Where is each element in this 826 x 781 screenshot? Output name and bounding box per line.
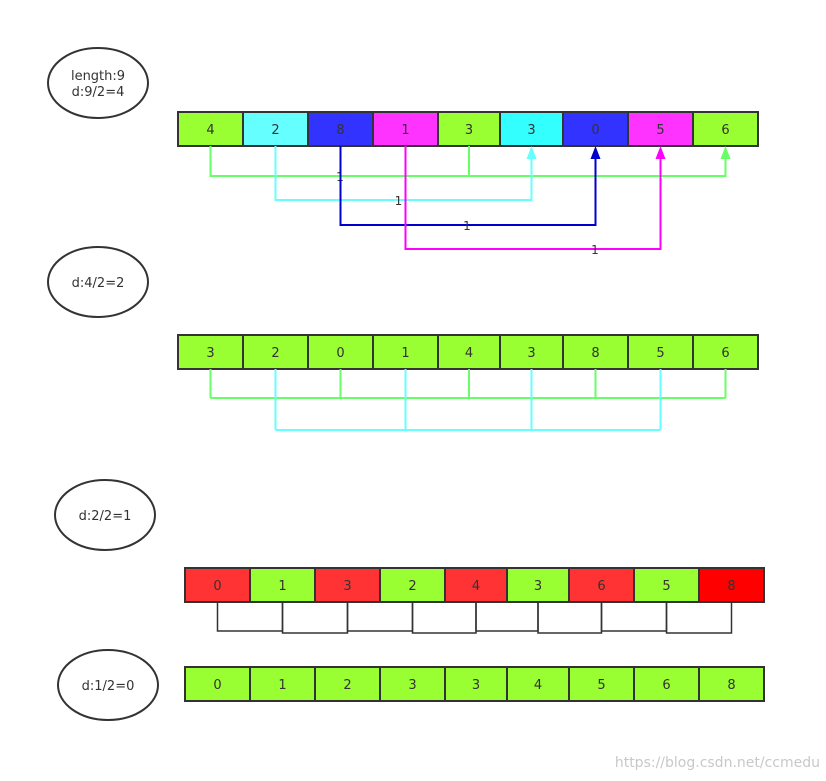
array-cell-value: 1 (401, 123, 409, 138)
array-cell-value: 3 (472, 678, 480, 693)
step-3: d:2/2=1 0 1 3 2 4 3 6 5 8 (54, 479, 765, 634)
step-label-ellipse (47, 246, 149, 318)
pair-connector (404, 146, 662, 250)
pair-tag: 1 (591, 243, 599, 257)
array-cell (633, 666, 700, 702)
array-cell-value: 8 (336, 123, 344, 138)
array-cell (444, 567, 508, 603)
array-cell-value: 3 (343, 579, 351, 594)
array-cell (184, 666, 251, 702)
adjacent-bracket (537, 602, 603, 634)
array-cell-value: 8 (727, 579, 735, 594)
array-cell-value: 2 (271, 346, 279, 361)
array-cell-value: 4 (465, 346, 473, 361)
array-cell-value: 3 (465, 123, 473, 138)
arrow-head (720, 146, 731, 159)
array-cell (698, 666, 765, 702)
array-cell (444, 666, 508, 702)
array-cell (249, 666, 316, 702)
array-cell (437, 334, 501, 370)
array-cell (627, 111, 694, 147)
array-cell-value: 2 (271, 123, 279, 138)
array-cell-value: 3 (527, 346, 535, 361)
adjacent-bracket (475, 602, 539, 632)
arrow-head (590, 146, 601, 159)
array-cell-value: 5 (662, 579, 670, 594)
array-cell-value: 1 (278, 579, 286, 594)
array-cell (698, 567, 765, 603)
array-cell-value: 0 (213, 579, 221, 594)
step-4: d:1/2=0 0 1 2 3 3 4 5 6 8 (57, 649, 765, 721)
array-cell (177, 111, 244, 147)
array-cell-value: 8 (727, 678, 735, 693)
array-cell (506, 567, 570, 603)
array-cell-value: 6 (597, 579, 605, 594)
step-label-text: d:2/2=1 (79, 509, 132, 524)
step-label-text: d:4/2=2 (72, 276, 125, 291)
step-label-ellipse (54, 479, 156, 551)
adjacent-bracket (411, 602, 477, 634)
array-cell-value: 4 (206, 123, 214, 138)
array-cell-value: 8 (591, 346, 599, 361)
array-cell (314, 666, 381, 702)
step-label-ellipse (47, 47, 149, 119)
adjacent-bracket (346, 602, 414, 632)
array-cell (692, 334, 759, 370)
array-cell (184, 567, 251, 603)
array-cell-value: 2 (408, 579, 416, 594)
array-cell-value: 0 (591, 123, 599, 138)
step-label-text: length:9 (71, 69, 125, 84)
arrow-head (655, 146, 666, 159)
array-cell-value: 6 (662, 678, 670, 693)
array-cell (692, 111, 759, 147)
arrow-head (526, 146, 537, 159)
adjacent-bracket (216, 602, 284, 632)
array-cell (249, 567, 316, 603)
array-cell-value: 2 (343, 678, 351, 693)
step-label-text: d:9/2=4 (72, 85, 125, 100)
step-label-text: d:1/2=0 (82, 679, 135, 694)
adjacent-bracket (665, 602, 733, 634)
array-cell (499, 334, 564, 370)
array-cell-value: 3 (534, 579, 542, 594)
array-cell-value: 4 (472, 579, 480, 594)
array-cell-value: 0 (336, 346, 344, 361)
pair-tag: 1 (395, 194, 403, 208)
array-cell (307, 111, 374, 147)
array-cell-value: 4 (534, 678, 542, 693)
adjacent-bracket (281, 602, 349, 634)
array-cell-value: 1 (278, 678, 286, 693)
array-cell-value: 3 (206, 346, 214, 361)
pair-tag: 1 (463, 219, 471, 233)
watermark: https://blog.csdn.net/ccmedu (614, 755, 820, 771)
pair-connector (274, 146, 533, 201)
array-cell-value: 5 (597, 678, 605, 693)
step-2: d:4/2=2 3 2 0 1 4 3 8 5 6 (47, 246, 759, 431)
array-cell-value: 5 (656, 123, 664, 138)
array-cell-value: 6 (721, 123, 729, 138)
array-cell (177, 334, 244, 370)
step-label-ellipse (57, 649, 159, 721)
array-cell-value: 1 (401, 346, 409, 361)
array-cell (633, 567, 700, 603)
array-cell (242, 111, 309, 147)
array-cell-value: 3 (408, 678, 416, 693)
array-cell-value: 3 (527, 123, 535, 138)
array-cell-value: 6 (721, 346, 729, 361)
adjacent-bracket (600, 602, 668, 632)
array-cell-value: 0 (213, 678, 221, 693)
array-cell-value: 5 (656, 346, 664, 361)
pair-connector (339, 146, 597, 226)
